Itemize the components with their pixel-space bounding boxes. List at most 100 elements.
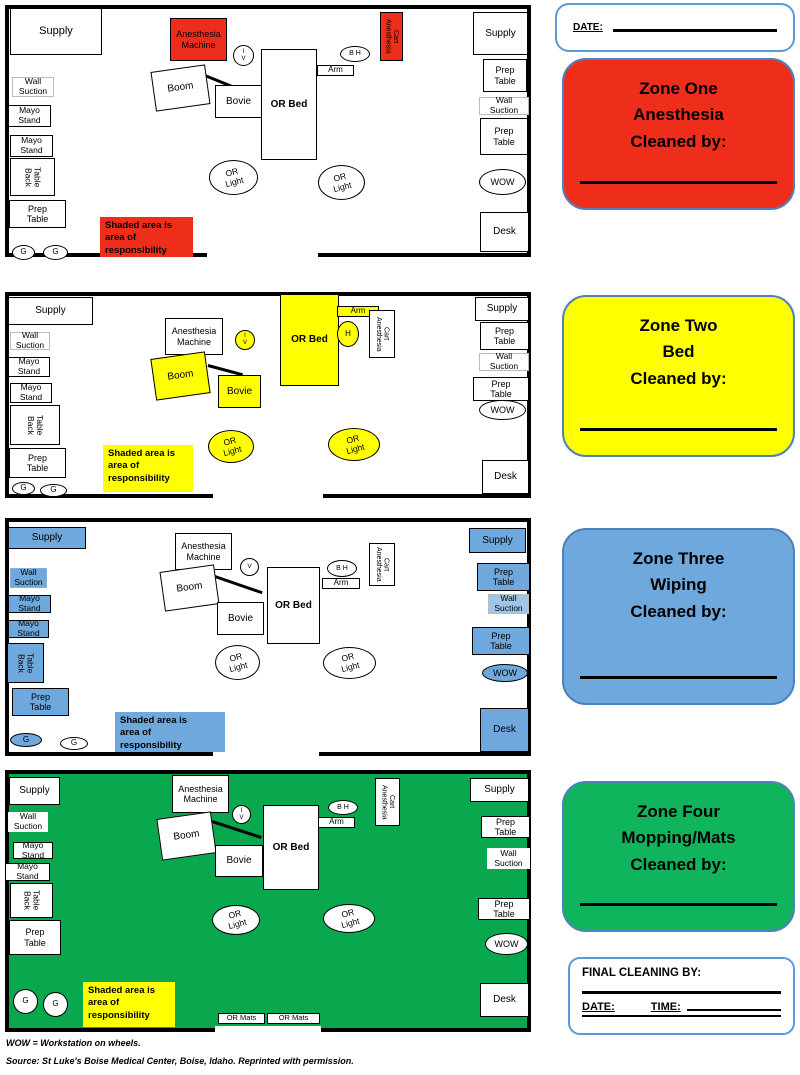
or-mats-2: OR Mats [267, 1013, 320, 1024]
mayo-stand-1: Mayo Stand [8, 357, 50, 377]
final-cleaning-title: FINAL CLEANING BY: [582, 967, 702, 979]
zone-four-cleaned-by: Cleaned by: [630, 854, 727, 874]
prep-table-right-2: Prep Table [478, 898, 530, 920]
bh-ellipse: B H [340, 46, 370, 62]
anesthesia-cart: Anesthesia Cart [369, 310, 395, 358]
or-bed: OR Bed [280, 294, 339, 386]
back-table: Back Table [7, 643, 44, 683]
mayo-stand-2: Mayo Stand [10, 135, 53, 157]
arm: Arm [318, 817, 355, 828]
wall-suction-right: Wall Suction [488, 594, 529, 614]
zone-three-label-box: Zone Three Wiping Cleaned by: [562, 528, 795, 705]
zone-two-cleaned-by: Cleaned by: [630, 368, 727, 388]
signature-line [580, 181, 777, 184]
final-time-label: TIME: [650, 1000, 681, 1013]
zone-one-task: Anesthesia [633, 105, 724, 125]
supply-right: Supply [475, 297, 529, 321]
bh-ellipse: B H [327, 560, 357, 577]
shaded-area-note: Shaded area is area of responsibility [100, 217, 193, 257]
anesthesia-cart: Anesthesia Cart [375, 778, 400, 826]
date-label: DATE: [573, 22, 603, 33]
wall-suction-left: Wall Suction [10, 331, 50, 350]
mayo-stand-2: Mayo Stand [8, 619, 49, 638]
supply-right: Supply [473, 12, 528, 55]
source-footnote: Source: St Luke's Boise Medical Center, … [6, 1056, 354, 1066]
desk: Desk [480, 983, 529, 1017]
wall-suction-right: Wall Suction [487, 848, 530, 869]
prep-table-right-2: Prep Table [480, 118, 528, 155]
wow-ellipse: WOW [479, 169, 526, 195]
arm: Arm [322, 578, 360, 589]
supply-right: Supply [470, 778, 529, 802]
bh-ellipse: B H [328, 800, 358, 815]
wall-suction-right: Wall Suction [479, 352, 529, 371]
prep-table-right-1: Prep Table [480, 322, 529, 350]
desk: Desk [480, 212, 529, 252]
wow-footnote: WOW = Workstation on wheels. [6, 1038, 141, 1048]
date-blank-line [612, 29, 777, 32]
final-cleaning-blank-line [582, 991, 781, 994]
boom: Boom [156, 811, 217, 861]
zone-three-task: Wiping [650, 575, 707, 595]
or-light-2: OR Light [323, 647, 376, 679]
zone-three-cleaned-by: Cleaned by: [630, 601, 727, 621]
wall-suction-left: Wall Suction [12, 77, 54, 97]
back-table: Back Table [10, 158, 55, 196]
anesthesia-machine: Anesthesia Machine [175, 533, 232, 570]
g-ellipse-2: G [43, 245, 68, 260]
zone-four-label-box: Zone Four Mopping/Mats Cleaned by: [562, 781, 795, 932]
prep-table-right-2: Prep Table [473, 377, 529, 401]
or-light-1: OR Light [208, 430, 254, 463]
supply-left: Supply [9, 777, 60, 805]
iv-circle: V [240, 558, 259, 576]
g-ellipse-1: G [12, 482, 35, 495]
zone-one-label-box: Zone One Anesthesia Cleaned by: [562, 58, 795, 210]
or-light-1: OR Light [209, 160, 258, 195]
g-ellipse-2: G [43, 992, 68, 1017]
zone-three-room-door-opening [213, 749, 319, 757]
wall-suction-left: Wall Suction [8, 812, 48, 832]
g-ellipse-2: G [40, 484, 67, 497]
wow-ellipse: WOW [479, 400, 526, 420]
supply-left: Supply [8, 527, 86, 549]
bovie: Bovie [215, 85, 262, 118]
iv-circle: I V [232, 805, 251, 824]
bovie: Bovie [218, 375, 261, 408]
g-ellipse-1: G [13, 989, 38, 1014]
supply-left: Supply [8, 297, 93, 325]
mayo-stand-2: Mayo Stand [5, 862, 50, 881]
arm: Arm [317, 65, 354, 76]
boom: Boom [150, 351, 211, 401]
final-time-blank-line [686, 1008, 781, 1011]
or-light-1: OR Light [212, 905, 260, 935]
mayo-stand-1: Mayo Stand [13, 840, 53, 859]
bovie: Bovie [215, 845, 263, 877]
or-light-1: OR Light [215, 645, 260, 680]
signature-line [580, 428, 777, 431]
anesthesia-machine: Anesthesia Machine [170, 18, 227, 61]
zone-one-cleaned-by: Cleaned by: [630, 131, 727, 151]
zone-four-title: Zone Four [636, 802, 721, 821]
signature-line [580, 676, 777, 679]
zone-four-room-door-opening [215, 1026, 321, 1034]
wall-suction-left: Wall Suction [10, 568, 47, 588]
mayo-stand-1: Mayo Stand [8, 594, 51, 613]
h-ellipse: H [337, 321, 359, 347]
or-mats-1: OR Mats [218, 1013, 265, 1024]
or-light-2: OR Light [323, 904, 375, 933]
desk: Desk [482, 460, 529, 494]
shaded-area-note: Shaded area is area of responsibility [115, 712, 225, 752]
back-table: Back Table [10, 405, 60, 445]
anesthesia-cart: Anesthesia Cart [380, 12, 403, 61]
date-box: DATE: [555, 3, 795, 52]
zone-two-task: Bed [662, 342, 695, 362]
bovie: Bovie [217, 602, 264, 635]
prep-table-left: Prep Table [9, 920, 61, 955]
mayo-stand-1: Mayo Stand [8, 105, 51, 127]
zone-four-task: Mopping/Mats [621, 828, 736, 848]
back-table: Back Table [10, 883, 53, 918]
iv-circle: I V [233, 45, 254, 66]
supply-right: Supply [469, 528, 526, 553]
wow-ellipse: WOW [482, 664, 528, 682]
prep-table-left: Prep Table [9, 448, 66, 478]
